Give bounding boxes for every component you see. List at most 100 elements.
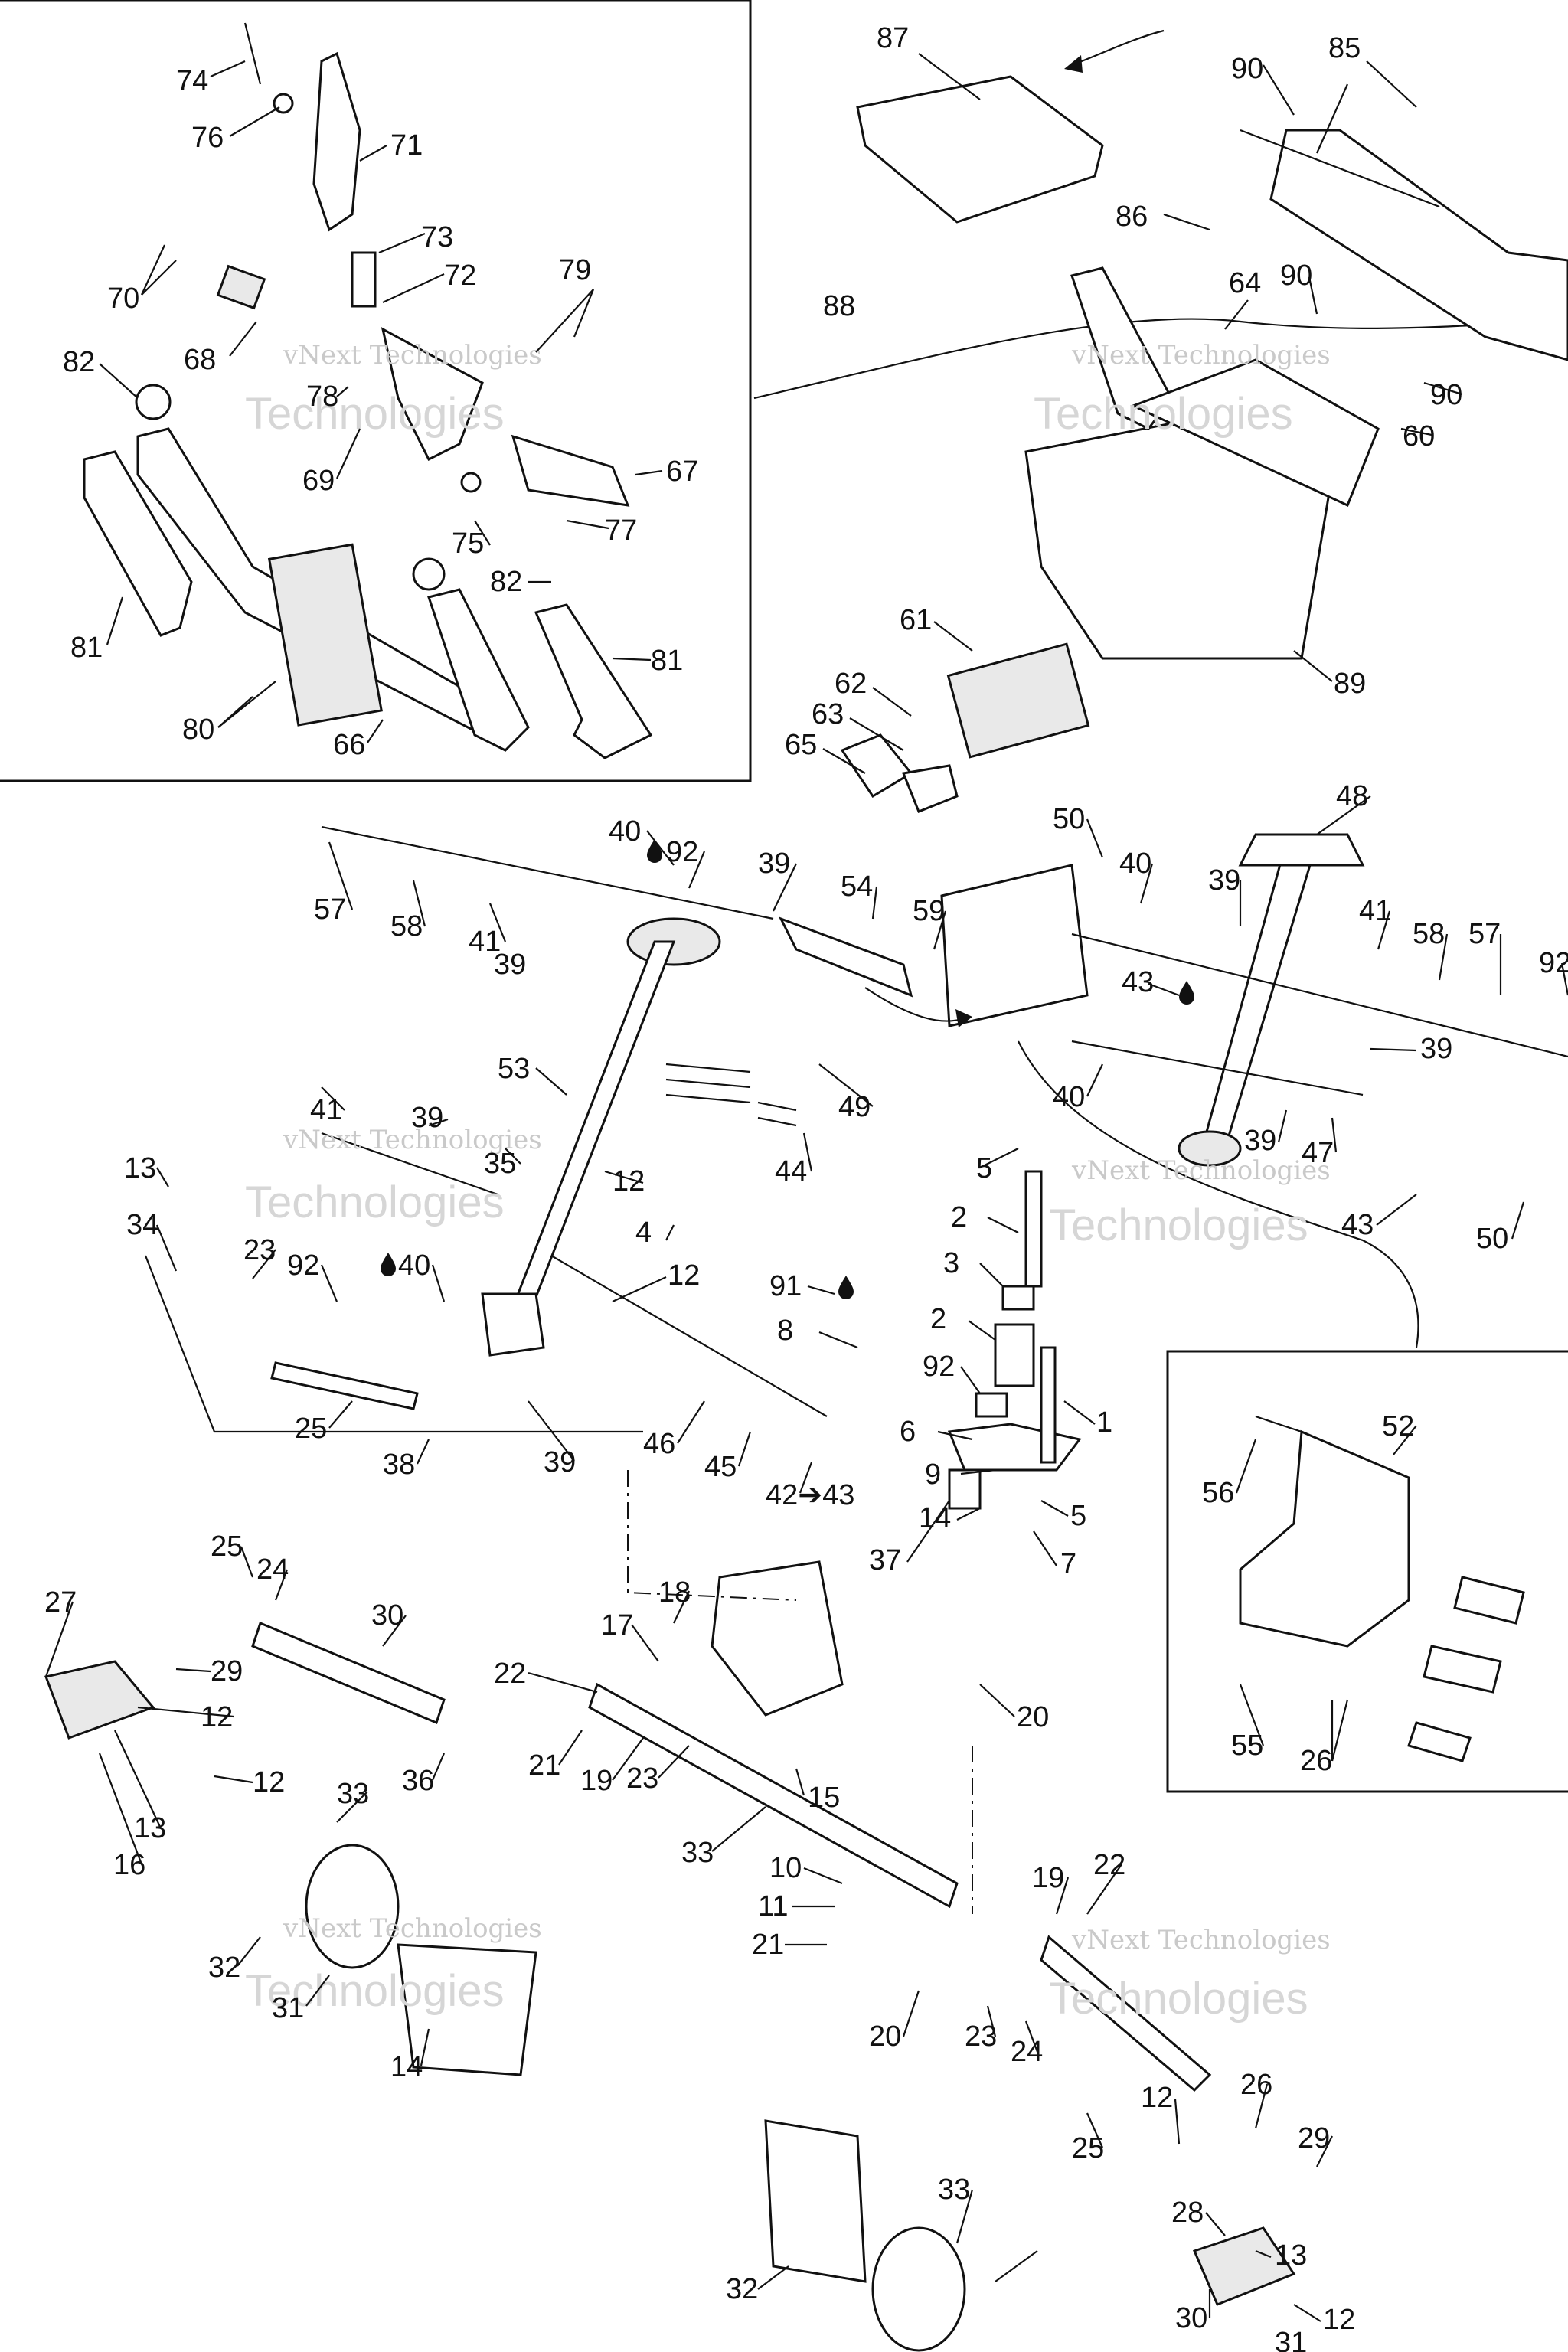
leader-line: [336, 428, 361, 479]
leader-line: [305, 1975, 330, 2007]
leader-line: [252, 1249, 276, 1279]
callout-label: 58: [1413, 918, 1445, 950]
callout-label: 15: [808, 1782, 840, 1814]
callout-label: 19: [1032, 1862, 1064, 1894]
leader-line: [1205, 2212, 1226, 2236]
leader-line: [573, 289, 595, 338]
watermark-text-large: Technologies: [1049, 1974, 1308, 2024]
callout-label: 16: [113, 1849, 145, 1881]
callout-label: 62: [835, 668, 867, 700]
callout-label: 49: [838, 1091, 871, 1123]
callout-label: 86: [1116, 201, 1148, 233]
leader-line: [1377, 910, 1391, 950]
steering-column-group: [321, 825, 1568, 1417]
callout-label: 39: [1244, 1125, 1276, 1157]
leader-line: [106, 596, 124, 645]
callout-label: 70: [107, 283, 139, 315]
leader-line: [1308, 276, 1318, 315]
leader-line: [802, 1132, 813, 1172]
callout-label: 92: [923, 1351, 955, 1383]
leader-line: [1086, 818, 1104, 858]
leader-line: [612, 1276, 667, 1303]
callout-label: 39: [758, 848, 790, 880]
leader-line: [1376, 1194, 1417, 1226]
leader-line: [474, 520, 491, 546]
watermark-text-large: Technologies: [1034, 389, 1293, 439]
leader-line: [677, 1400, 705, 1444]
leader-line: [336, 386, 349, 397]
callout-label: 21: [752, 1929, 784, 1961]
leader-line: [995, 2250, 1038, 2282]
callout-label: 80: [182, 714, 214, 746]
callout-label: 35: [484, 1148, 516, 1180]
leader-line: [382, 1615, 407, 1647]
leader-line: [1224, 299, 1249, 330]
callout-label: 45: [704, 1451, 737, 1483]
callout-label: 3: [943, 1247, 959, 1279]
leader-line: [902, 1990, 920, 2037]
leader-line: [688, 851, 706, 889]
leader-line: [528, 1400, 575, 1462]
leader-line: [960, 1366, 981, 1394]
callout-label: 72: [444, 260, 476, 292]
leader-line: [505, 1148, 521, 1165]
watermark-text: vNext Technologies: [1071, 1155, 1331, 1186]
callout-label: 11: [758, 1890, 788, 1922]
console-group: [840, 75, 1568, 813]
leader-line: [328, 1400, 353, 1429]
callout-label: 53: [498, 1053, 530, 1085]
callout-label: 5: [976, 1152, 992, 1184]
callout-label: 28: [1171, 2197, 1204, 2229]
callout-label: 2: [930, 1303, 946, 1335]
leader-line: [1331, 1117, 1338, 1153]
callout-label: 30: [371, 1599, 403, 1632]
callout-label: 21: [528, 1749, 560, 1782]
callout-label: 30: [1175, 2302, 1207, 2334]
leader-line: [420, 2028, 430, 2066]
callout-label: 64: [1229, 267, 1261, 299]
callout-label: 81: [651, 645, 683, 677]
leader-line: [1263, 64, 1295, 116]
pivot-group: [947, 1170, 1082, 1510]
separator-curve-2: [1018, 1040, 1419, 1348]
callout-label: 24: [1011, 2036, 1043, 2068]
callout-label: 79: [559, 254, 591, 286]
callout-label: 61: [900, 604, 932, 636]
callout-label: 12: [253, 1766, 285, 1798]
callout-label: 25: [211, 1530, 243, 1563]
leader-line: [1438, 933, 1449, 981]
callout-label: 23: [243, 1234, 276, 1266]
leader-line: [635, 469, 663, 476]
leader-line: [933, 910, 947, 950]
watermark-text: vNext Technologies: [283, 1913, 542, 1944]
leader-line: [872, 687, 912, 717]
callout-label: 13: [1275, 2239, 1307, 2272]
callout-label: 71: [390, 129, 423, 162]
leader-line: [359, 145, 387, 162]
leader-line: [336, 1791, 368, 1823]
callout-label: 20: [1017, 1701, 1049, 1733]
watermark-text: vNext Technologies: [283, 1125, 542, 1155]
callout-label: 81: [70, 632, 103, 664]
callout-label: 44: [775, 1155, 807, 1187]
leader-line: [566, 519, 609, 530]
callout-label: 92: [287, 1250, 319, 1282]
callout-label: 7: [1060, 1548, 1076, 1580]
callout-label: 58: [390, 910, 423, 942]
handlebar-group: [83, 22, 653, 760]
leader-line: [367, 719, 384, 743]
arrow-icon: [864, 987, 972, 1027]
leader-line: [1393, 1425, 1417, 1455]
callout-label: 39: [1208, 864, 1240, 897]
leader-line: [1293, 2304, 1321, 2322]
leader-line: [631, 1624, 659, 1662]
callout-label: 5: [1070, 1500, 1086, 1532]
leader-line: [1560, 962, 1568, 996]
leader-line: [217, 681, 276, 728]
callout-label: 31: [272, 1992, 304, 2024]
callout-label: 50: [1476, 1223, 1508, 1255]
callout-label: 36: [402, 1765, 434, 1797]
callout-label: 43: [1341, 1209, 1374, 1241]
callout-label: 1: [1096, 1406, 1112, 1439]
leader-line: [612, 657, 652, 662]
